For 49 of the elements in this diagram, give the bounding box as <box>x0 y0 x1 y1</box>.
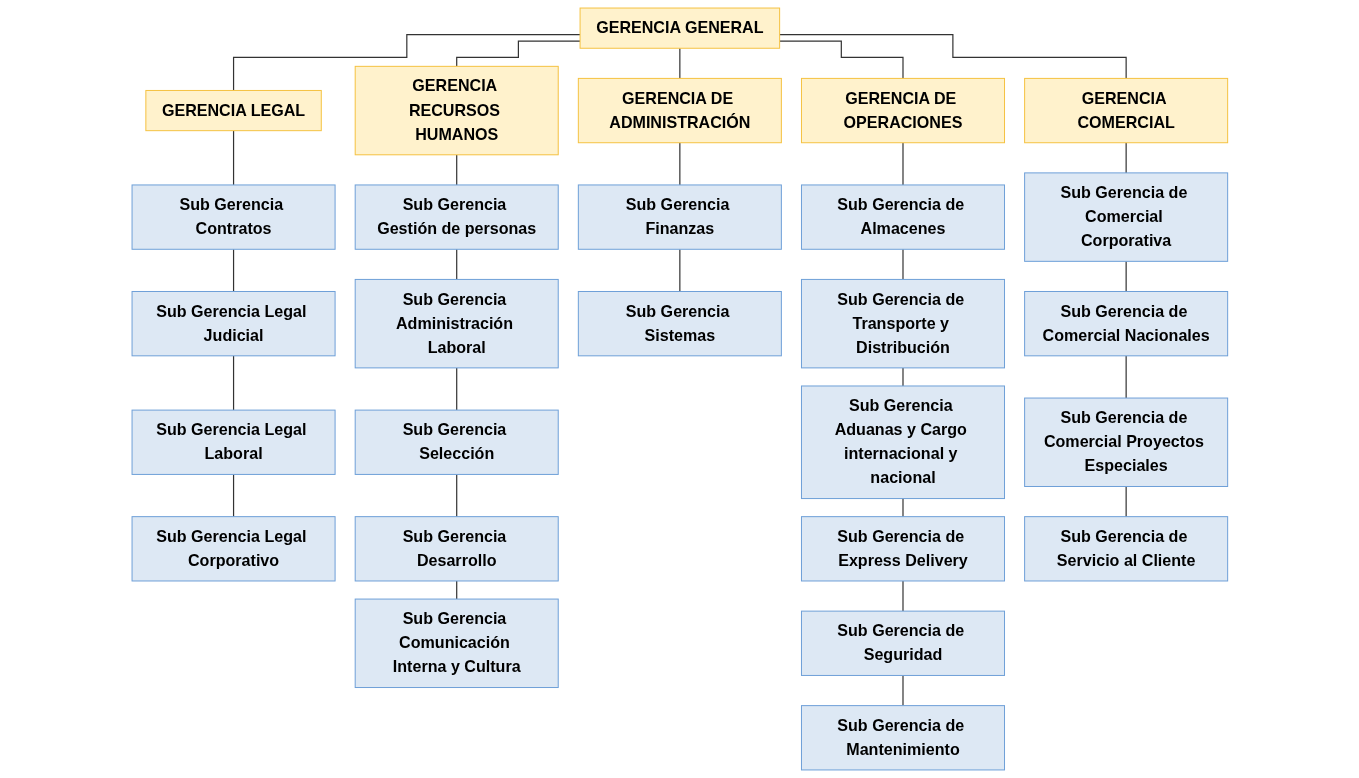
node-box: Sub Gerencia Finanzas <box>577 184 782 250</box>
connector <box>902 674 904 707</box>
node-box: GERENCIA DE ADMINISTRACIÓN <box>577 77 782 144</box>
connector <box>902 367 904 387</box>
node-box: Sub Gerencia de Express Delivery <box>800 516 1005 582</box>
connector <box>1125 260 1127 293</box>
connector <box>232 355 234 411</box>
node-box: Sub Gerencia Sistemas <box>577 291 782 357</box>
connector <box>1125 485 1127 518</box>
node-box: Sub Gerencia Administración Laboral <box>354 278 559 369</box>
node-box: Sub Gerencia de Comercial Corporativa <box>1023 172 1228 262</box>
node-box: Sub Gerencia Legal Laboral <box>131 409 336 475</box>
node-box: Sub Gerencia Legal Judicial <box>131 291 336 357</box>
connector <box>232 248 234 293</box>
node-box: GERENCIA LEGAL <box>145 89 322 132</box>
node-box: Sub Gerencia Legal Corporativo <box>131 516 336 582</box>
connector <box>678 142 681 186</box>
connector <box>678 47 681 79</box>
node-box: Sub Gerencia Selección <box>354 409 559 475</box>
connector <box>1125 355 1127 399</box>
node-box: Sub Gerencia de Almacenes <box>800 184 1005 250</box>
node-box: GERENCIA DE OPERACIONES <box>800 77 1005 144</box>
node-box: Sub Gerencia Contratos <box>131 184 336 250</box>
node-box: GERENCIA GENERAL <box>579 7 780 49</box>
connector <box>1125 142 1127 174</box>
node-box: Sub Gerencia de Servicio al Cliente <box>1023 516 1228 582</box>
connector <box>455 154 457 186</box>
connector <box>902 248 904 281</box>
node-box: GERENCIA RECURSOS HUMANOS <box>354 65 559 156</box>
connector <box>455 473 457 518</box>
node-box: Sub Gerencia de Comercial Proyectos Especiales <box>1023 397 1228 487</box>
connector <box>232 473 234 518</box>
node-box: Sub Gerencia de Seguridad <box>800 610 1005 676</box>
connector <box>902 580 904 612</box>
connector <box>455 248 457 281</box>
node-box: Sub Gerencia Desarrollo <box>354 516 559 582</box>
connector <box>902 497 904 518</box>
connector <box>455 367 457 411</box>
connector <box>232 130 234 186</box>
node-box: Sub Gerencia de Transporte y Distribución <box>800 278 1005 369</box>
node-box: Sub Gerencia Aduanas y Cargo internacional y nacional <box>800 385 1005 500</box>
node-box: Sub Gerencia Comunicación Interna y Cultura <box>354 598 559 689</box>
node-box: Sub Gerencia de Mantenimiento <box>800 705 1005 771</box>
connector <box>902 142 904 186</box>
node-box: Sub Gerencia Gestión de personas <box>354 184 559 250</box>
node-box: Sub Gerencia de Comercial Nacionales <box>1023 291 1228 357</box>
connector <box>455 580 457 600</box>
node-box: GERENCIA COMERCIAL <box>1023 77 1228 144</box>
connector <box>678 248 681 293</box>
